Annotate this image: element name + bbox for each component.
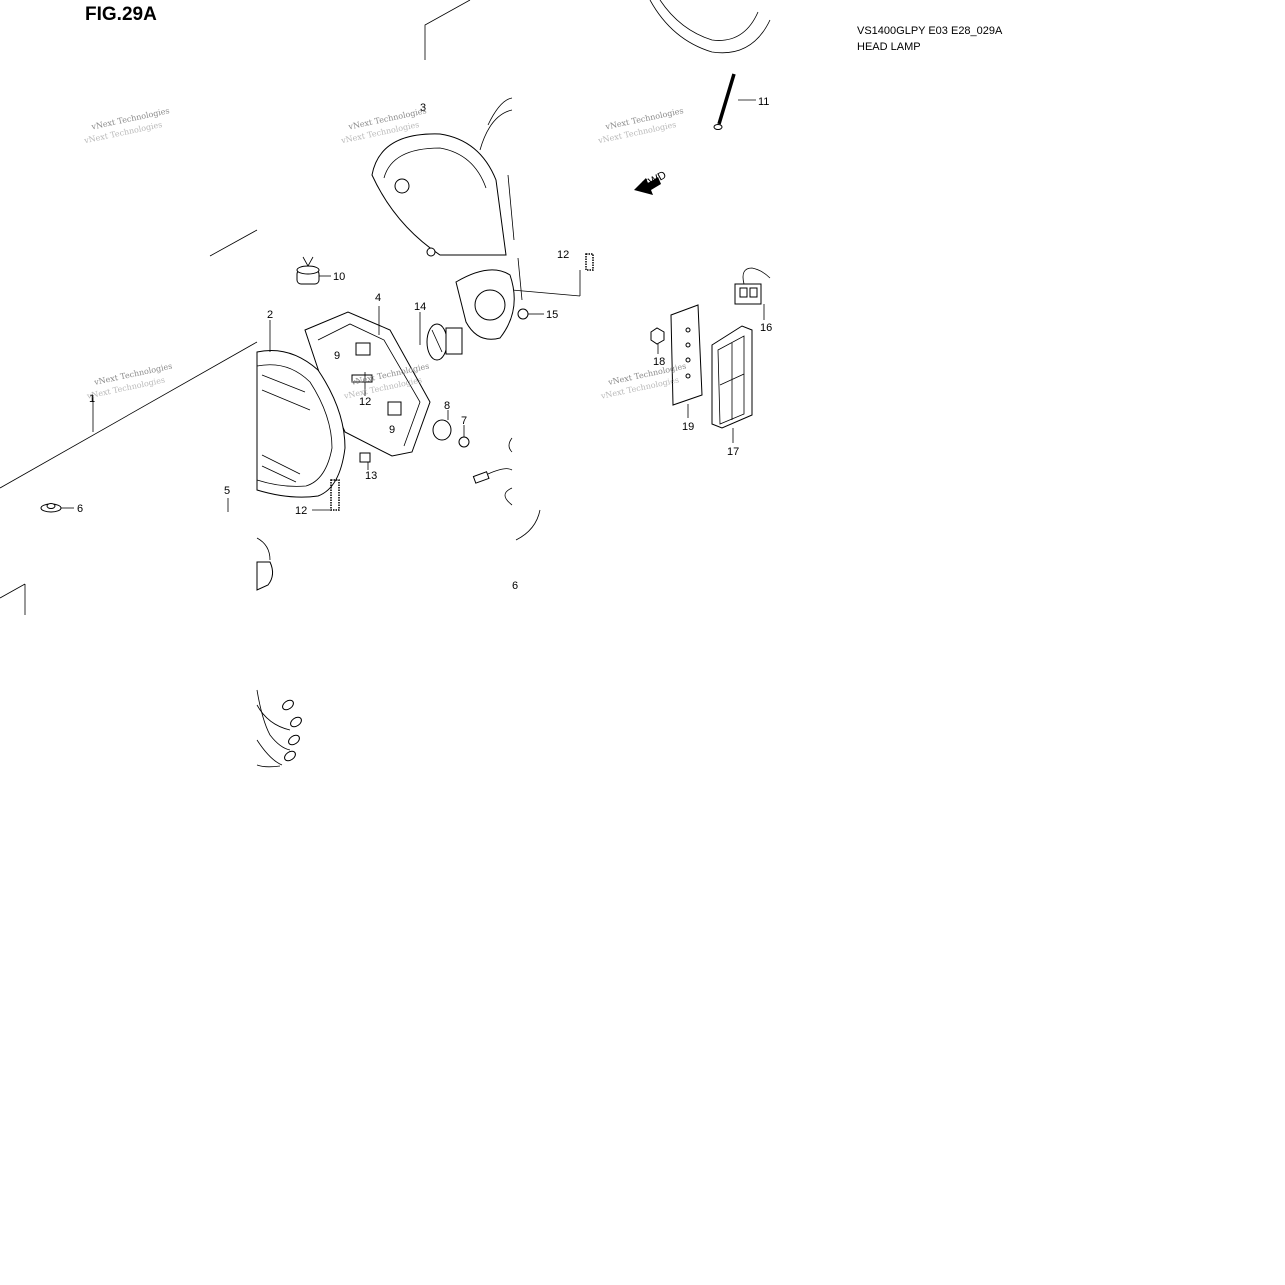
section-name: HEAD LAMP	[857, 41, 921, 53]
rim-part	[371, 133, 507, 257]
grommet-part	[296, 256, 331, 285]
lower-housing-part	[227, 498, 274, 591]
reflector-nut-part	[650, 327, 665, 354]
reflector-part	[711, 325, 753, 443]
wiring-harness-part	[256, 689, 302, 768]
long-screw-part	[713, 73, 756, 130]
bulb-part	[419, 312, 463, 361]
cushion-and-bolt-part	[432, 410, 470, 448]
headlamp-unit-part	[256, 320, 346, 498]
callout-18: 18	[653, 356, 665, 368]
callout-16: 16	[760, 322, 772, 334]
callout-3: 3	[420, 102, 426, 114]
callout-7: 7	[461, 415, 467, 427]
callout-10: 10	[333, 271, 345, 283]
screw-part	[517, 308, 544, 320]
connector-part	[734, 267, 771, 320]
callout-12a: 12	[359, 396, 371, 408]
adjuster-springs-part	[312, 253, 594, 511]
frame-lines	[0, 0, 581, 615]
wire-lead-part	[472, 437, 541, 541]
callout-6: 6	[77, 503, 83, 515]
callout-14: 14	[414, 301, 426, 313]
small-grommet-part	[40, 503, 74, 513]
callout-6b: 6	[512, 580, 518, 592]
model-code: VS1400GLPY E03 E28_029A	[857, 25, 1003, 37]
callout-9b: 9	[389, 424, 395, 436]
callout-4: 4	[375, 292, 381, 304]
callout-13: 13	[365, 470, 377, 482]
figure-title: FIG.29A	[85, 4, 157, 25]
reflector-bracket-part	[670, 304, 703, 418]
callout-12b: 12	[295, 505, 307, 517]
housing-shell	[479, 0, 771, 241]
callout-9a: 9	[334, 350, 340, 362]
callout-15: 15	[546, 309, 558, 321]
callout-5: 5	[224, 485, 230, 497]
callout-2: 2	[267, 309, 273, 321]
nut-part	[359, 452, 371, 470]
callout-17: 17	[727, 446, 739, 458]
callout-11: 11	[758, 96, 769, 108]
fwd-label: FWD	[641, 169, 669, 191]
callout-8: 8	[444, 400, 450, 412]
callout-1: 1	[89, 393, 95, 405]
callout-12c: 12	[557, 249, 569, 261]
callout-labels: 1 2 3 4 5 6 7 8 9 9 10 11 12 12 12 13 14…	[77, 96, 772, 592]
fwd-arrow-icon: FWD	[634, 169, 669, 195]
callout-19: 19	[682, 421, 694, 433]
socket-cover-part	[455, 257, 523, 340]
